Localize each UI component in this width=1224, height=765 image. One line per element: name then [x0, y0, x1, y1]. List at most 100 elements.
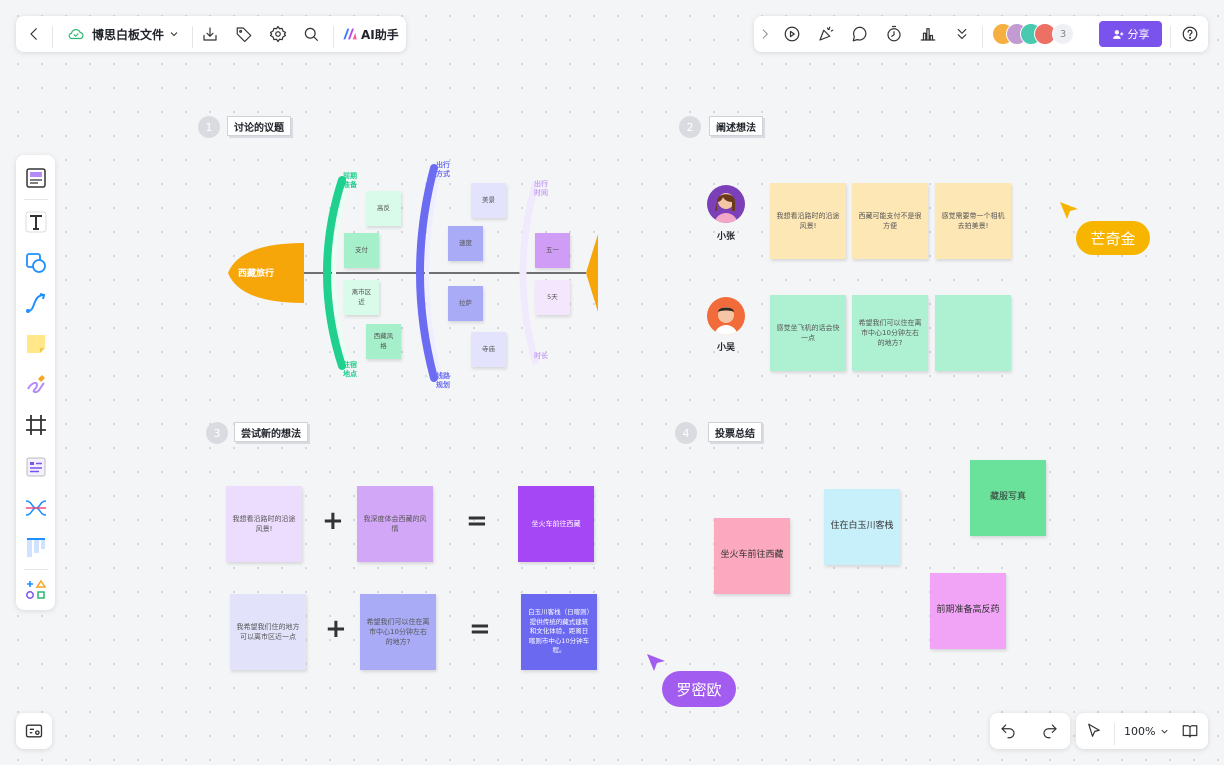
kanban-tool[interactable] [21, 533, 51, 563]
bone-label: 出行 时间 [534, 180, 548, 198]
vote-button[interactable] [918, 25, 938, 43]
divider [333, 26, 334, 48]
bone-label: 前期 准备 [343, 172, 357, 190]
avatar [707, 185, 745, 223]
timer-button[interactable] [884, 25, 904, 43]
collaborator-count: 3 [1052, 23, 1074, 45]
ai-assistant-button[interactable]: AI助手 [342, 16, 399, 52]
divider [24, 199, 48, 200]
sticky-note[interactable]: 住在白玉川客栈 [824, 489, 900, 565]
connector-tool[interactable] [21, 288, 51, 318]
sticky-note[interactable]: 美景 [471, 183, 506, 218]
ai-logo-icon [343, 28, 357, 40]
play-circle-icon [784, 26, 800, 42]
section-number: 3 [206, 422, 228, 444]
sticky-note[interactable]: 西藏风格 [366, 324, 401, 359]
search-button[interactable] [301, 25, 321, 43]
sticky-note[interactable]: 我想看沿路时的沿途风景! [226, 486, 302, 562]
mindmap-tool[interactable] [21, 493, 51, 523]
bone-green [323, 176, 346, 370]
sticky-note[interactable]: 寺庙 [471, 332, 506, 367]
chevron-down-icon [1161, 729, 1169, 734]
zoom-dropdown[interactable]: 100% [1124, 713, 1170, 749]
undo-button[interactable] [998, 722, 1018, 740]
divider [52, 26, 53, 48]
text-icon [25, 211, 47, 233]
divider [24, 569, 48, 570]
sticky-note[interactable]: 高反 [366, 191, 401, 226]
left-tools-panel [16, 155, 55, 610]
sticky-note[interactable]: 希望我们可以住在离市中心10分钟左右的地方? [852, 295, 928, 371]
more-tools-button[interactable] [952, 25, 972, 43]
share-button[interactable]: 分享 [1099, 21, 1162, 47]
mindmap-icon [25, 500, 47, 516]
sticky-note[interactable]: 白玉川客栈（日喀则）提供传统的藏式建筑和文化体验，距离日喀则市中心10分钟车程。 [521, 594, 597, 670]
sticky-note[interactable]: 坐火车前往西藏 [518, 486, 594, 562]
download-button[interactable] [200, 25, 220, 43]
section-title[interactable]: 讨论的议题 [227, 116, 291, 136]
timer-icon [887, 25, 901, 42]
section-title[interactable]: 投票总结 [708, 422, 762, 442]
sticky-note[interactable]: 藏服写真 [970, 460, 1046, 536]
text-tool[interactable] [21, 207, 51, 237]
sticky-note-tool[interactable] [21, 329, 51, 359]
sticky-note[interactable]: 我想看沿路时的沿途风景! [770, 183, 846, 259]
shape-icon [26, 253, 46, 273]
sticky-note[interactable]: 感觉需要带一个相机去拍美景! [935, 183, 1011, 259]
sticky-note[interactable]: 坐火车前往西藏 [714, 518, 790, 594]
select-tool-button[interactable] [1084, 722, 1104, 740]
redo-button[interactable] [1040, 722, 1060, 740]
collapse-toolbar-button[interactable] [758, 25, 772, 43]
sticky-note[interactable]: 拉萨 [448, 286, 483, 321]
tag-button[interactable] [234, 25, 254, 43]
sticky-note[interactable]: 前期准备高反药 [930, 573, 1006, 649]
guide-button[interactable] [1180, 722, 1200, 740]
file-title-dropdown[interactable]: 博思白板文件 [92, 16, 180, 52]
person-name: 小吴 [716, 343, 735, 353]
sticky-note[interactable]: 希望我们可以住在离市中心10分钟左右的地方? [360, 594, 436, 670]
more-components-tool[interactable] [21, 575, 51, 605]
fish-head-label: 西藏旅行 [238, 269, 275, 279]
sticky-note[interactable]: 速度 [448, 226, 483, 261]
present-button[interactable] [782, 25, 802, 43]
minimap-icon [25, 724, 43, 738]
back-button[interactable] [24, 25, 44, 43]
minimap-button[interactable] [16, 713, 52, 749]
bone-light [519, 181, 540, 365]
pen-tool[interactable] [21, 370, 51, 400]
template-tool[interactable] [21, 163, 51, 193]
sticky-note[interactable]: 离市区近 [344, 280, 379, 315]
tag-icon [236, 27, 252, 43]
sticky-note[interactable]: 我希望我们住的地方可以离市区近一点 [230, 594, 306, 670]
collaborator-avatars[interactable]: 3 [992, 23, 1092, 45]
divider [192, 26, 193, 48]
card-tool[interactable] [21, 452, 51, 482]
plus-sign: + [322, 506, 344, 536]
bone-blue-shadow [425, 169, 442, 377]
settings-button[interactable] [268, 25, 288, 43]
sticky-note[interactable]: 五一 [535, 233, 570, 268]
chevron-left-icon [30, 28, 37, 40]
help-button[interactable] [1180, 25, 1200, 43]
bone-label: 出行 方式 [436, 161, 450, 179]
connector-icon [26, 293, 46, 313]
add-user-icon [1112, 29, 1123, 39]
bone-label: 时长 [534, 352, 548, 360]
section-number: 2 [679, 116, 701, 138]
shape-tool[interactable] [21, 248, 51, 278]
collaborator-cursor-label: 芒奇金 [1076, 221, 1150, 255]
comment-button[interactable] [850, 25, 870, 43]
section-title[interactable]: 阐述想法 [709, 116, 763, 136]
frame-tool[interactable] [21, 410, 51, 440]
sticky-note[interactable]: 支付 [344, 233, 379, 268]
sticky-note[interactable] [935, 295, 1011, 371]
vote-chart-icon [920, 28, 936, 41]
celebrate-button[interactable] [816, 25, 836, 43]
sticky-note[interactable]: 5天 [535, 280, 570, 315]
sticky-note[interactable]: 感觉坐飞机的话会快一点 [770, 295, 846, 371]
share-label: 分享 [1127, 28, 1150, 41]
sticky-note[interactable]: 我深度体会西藏的风情 [357, 486, 433, 562]
section-title[interactable]: 尝试新的想法 [234, 422, 308, 442]
sticky-note[interactable]: 西藏可能支付不是很方便 [852, 183, 928, 259]
